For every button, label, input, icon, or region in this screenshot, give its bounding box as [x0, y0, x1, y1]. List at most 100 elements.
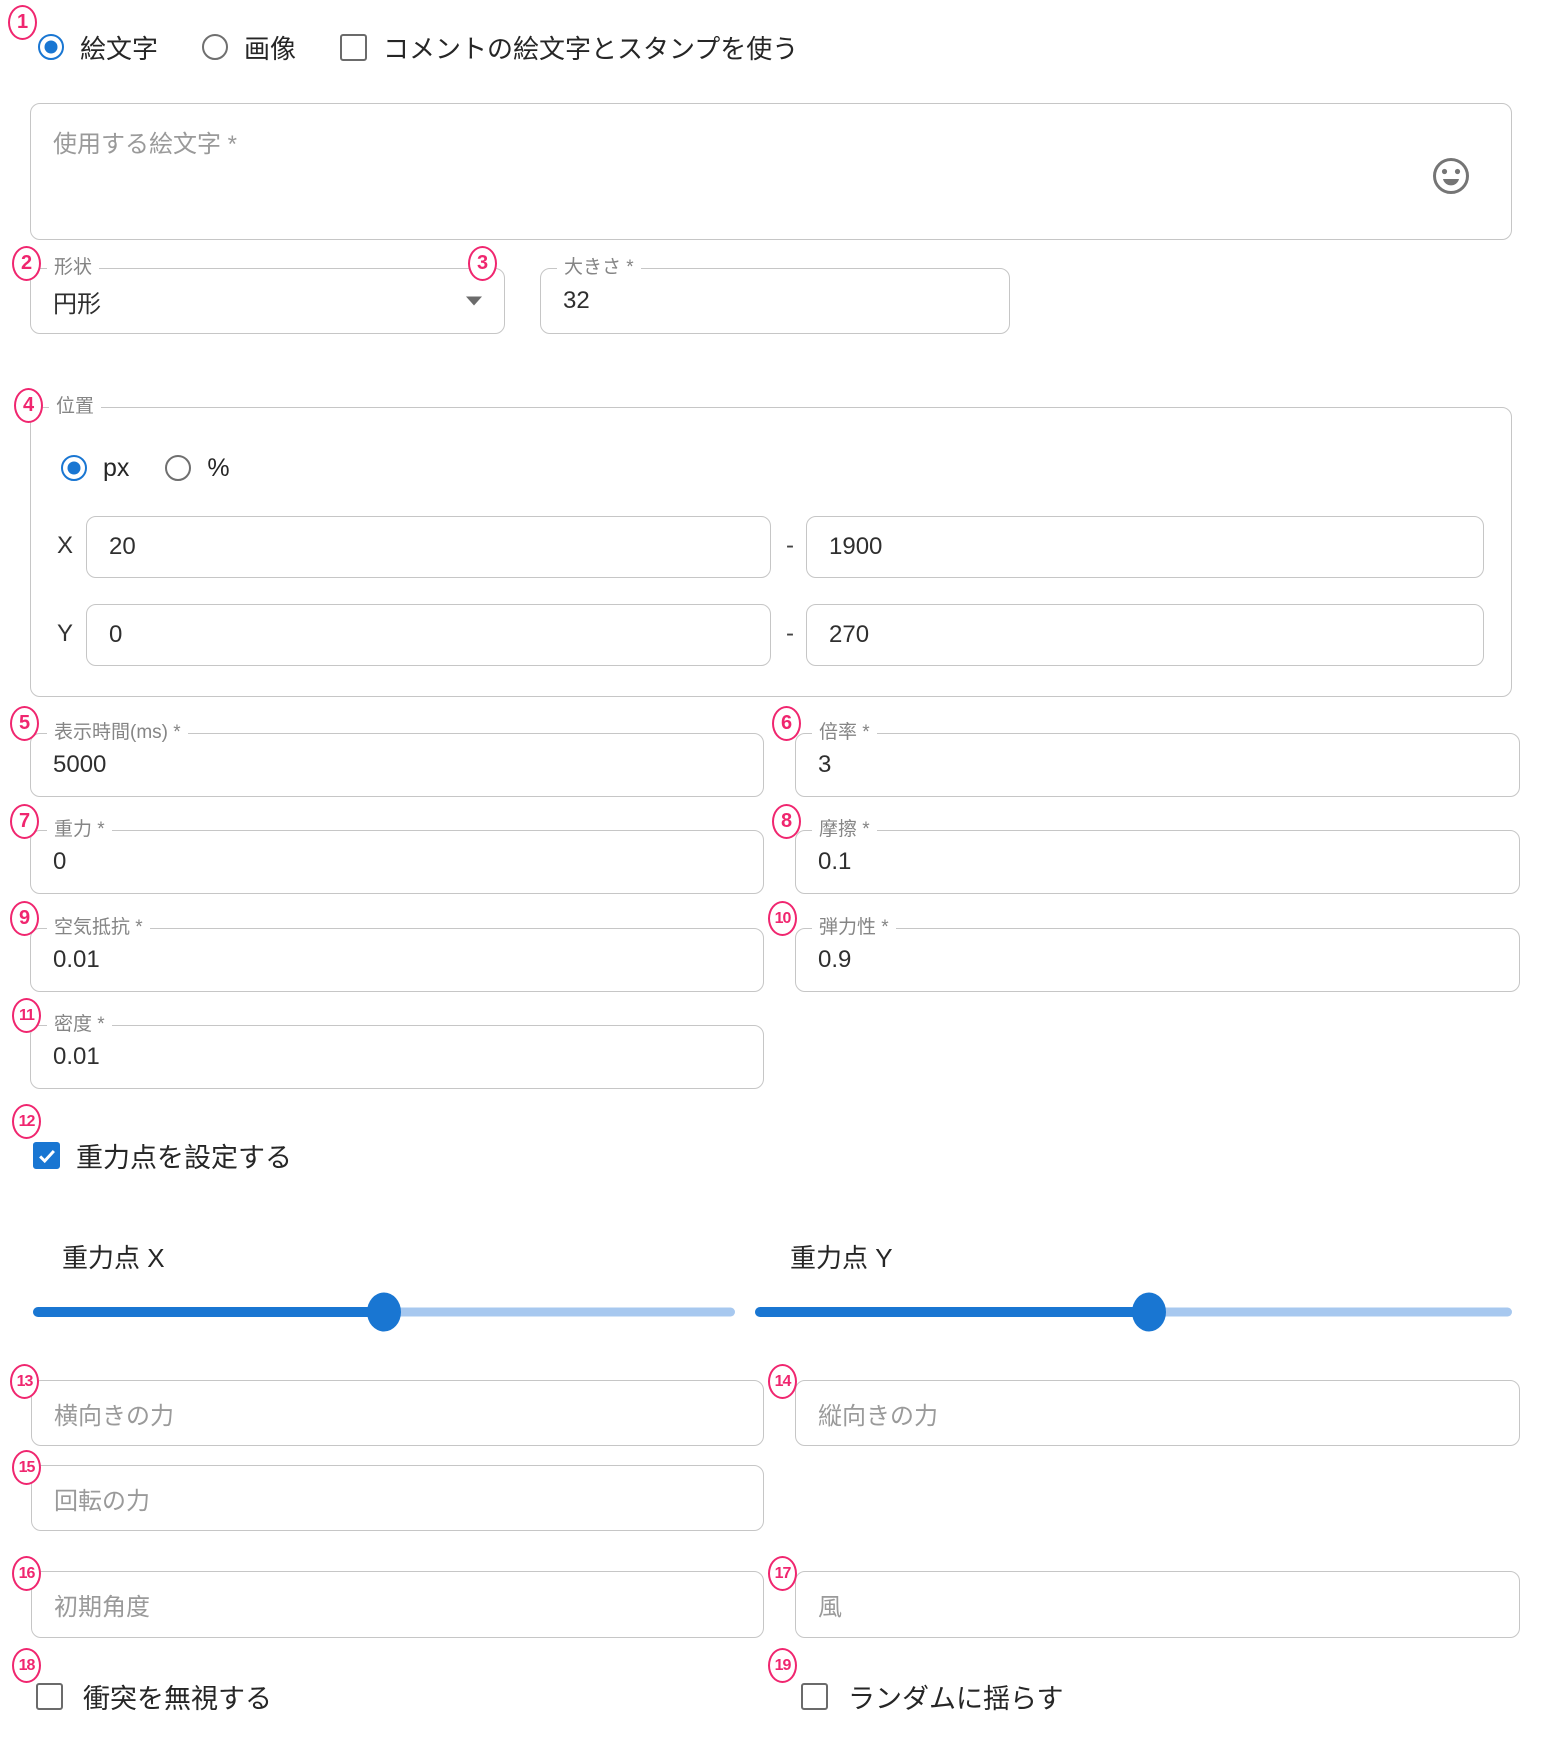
position-x-min-value: 20 — [109, 533, 136, 560]
density-field[interactable]: 密度 * 0.01 — [30, 1014, 764, 1089]
annotation-19: 19 — [768, 1648, 797, 1683]
gravity-point-checkbox[interactable] — [33, 1141, 60, 1169]
density-value: 0.01 — [53, 1043, 100, 1070]
air-resistance-value: 0.01 — [53, 946, 100, 973]
annotation-5: 5 — [10, 706, 39, 741]
duration-label: 表示時間(ms) * — [47, 722, 188, 744]
position-unit-row: px % — [61, 452, 230, 484]
restitution-field[interactable]: 弾力性 * 0.9 — [795, 917, 1520, 992]
annotation-7: 7 — [10, 804, 39, 839]
gravity-point-y-slider[interactable] — [755, 1292, 1512, 1332]
ignore-collision-label: 衝突を無視する — [83, 1683, 272, 1714]
rotation-force-field[interactable]: 回転の力 — [31, 1465, 764, 1531]
emoji-textarea-placeholder: 使用する絵文字 * — [53, 130, 238, 158]
vertical-force-placeholder: 縦向きの力 — [818, 1402, 938, 1430]
image-radio-label: 画像 — [244, 33, 297, 64]
shape-select[interactable]: 形状 円形 — [30, 257, 505, 334]
gravity-point-y-label: 重力点 Y — [790, 1243, 893, 1273]
position-legend: 位置 — [49, 396, 102, 418]
unit-percent-radio[interactable] — [165, 455, 192, 481]
rotation-force-placeholder: 回転の力 — [54, 1487, 150, 1515]
random-shake-row: ランダムに揺らす — [801, 1682, 1063, 1714]
gravity-field[interactable]: 重力 * 0 — [30, 819, 764, 894]
annotation-15: 15 — [12, 1450, 41, 1485]
annotation-14: 14 — [768, 1364, 797, 1399]
random-shake-checkbox[interactable] — [801, 1682, 828, 1710]
emoji-source-row: 絵文字 画像 コメントの絵文字とスタンプを使う — [38, 28, 798, 66]
friction-label: 摩擦 * — [812, 819, 877, 841]
gravity-point-x-slider[interactable] — [33, 1292, 735, 1332]
position-y-separator: - — [786, 620, 794, 647]
duration-value: 5000 — [53, 751, 107, 778]
duration-field[interactable]: 表示時間(ms) * 5000 — [30, 722, 764, 797]
position-x-max-value: 1900 — [829, 533, 883, 560]
friction-value: 0.1 — [818, 848, 852, 875]
annotation-2: 2 — [12, 246, 41, 281]
ignore-collision-checkbox[interactable] — [36, 1682, 63, 1710]
gravity-point-checkbox-label: 重力点を設定する — [76, 1142, 292, 1173]
annotation-18: 18 — [12, 1648, 41, 1683]
slider-thumb[interactable] — [1131, 1292, 1166, 1332]
dropdown-arrow-icon — [466, 296, 482, 306]
position-y-min-value: 0 — [109, 621, 123, 648]
emoji-smiley-icon[interactable] — [1431, 156, 1471, 196]
restitution-value: 0.9 — [818, 946, 852, 973]
annotation-6: 6 — [772, 706, 801, 741]
annotation-3: 3 — [468, 246, 497, 281]
position-y-label: Y — [57, 620, 74, 647]
random-shake-label: ランダムに揺らす — [848, 1683, 1064, 1714]
position-y-max-input[interactable]: 270 — [806, 604, 1484, 666]
air-resistance-field[interactable]: 空気抵抗 * 0.01 — [30, 917, 764, 992]
density-label: 密度 * — [47, 1014, 112, 1036]
position-x-separator: - — [786, 532, 794, 559]
unit-px-label: px — [103, 453, 130, 482]
slider-thumb[interactable] — [367, 1292, 401, 1332]
scale-field[interactable]: 倍率 * 3 — [795, 722, 1520, 797]
size-field-label: 大きさ * — [557, 257, 641, 279]
vertical-force-field[interactable]: 縦向きの力 — [795, 1380, 1520, 1446]
image-radio[interactable] — [202, 34, 229, 60]
ignore-collision-row: 衝突を無視する — [36, 1682, 272, 1714]
annotation-1: 1 — [8, 5, 37, 40]
size-field[interactable]: 大きさ * 32 — [540, 257, 1010, 334]
emoji-textarea[interactable]: 使用する絵文字 * — [30, 103, 1512, 240]
annotation-12: 12 — [12, 1104, 41, 1139]
shape-select-value: 円形 — [53, 290, 101, 318]
annotation-10: 10 — [768, 901, 797, 936]
gravity-value: 0 — [53, 848, 67, 875]
emoji-radio[interactable] — [38, 34, 64, 60]
annotation-11: 11 — [12, 998, 41, 1033]
gravity-label: 重力 * — [47, 819, 112, 841]
annotation-9: 9 — [10, 901, 39, 936]
scale-value: 3 — [818, 751, 832, 778]
unit-px-radio[interactable] — [61, 455, 87, 481]
restitution-label: 弾力性 * — [812, 917, 896, 939]
annotation-4: 4 — [14, 388, 43, 423]
initial-angle-field[interactable]: 初期角度 — [31, 1571, 764, 1638]
position-x-min-input[interactable]: 20 — [86, 516, 771, 578]
use-comment-emoji-label: コメントの絵文字とスタンプを使う — [383, 33, 799, 64]
horizontal-force-placeholder: 横向きの力 — [54, 1402, 174, 1430]
emoji-radio-label: 絵文字 — [80, 33, 159, 64]
annotation-8: 8 — [772, 804, 801, 839]
horizontal-force-field[interactable]: 横向きの力 — [31, 1380, 764, 1446]
slider-fill — [755, 1307, 1149, 1317]
wind-placeholder: 風 — [818, 1594, 842, 1621]
position-y-max-value: 270 — [829, 621, 870, 648]
position-fieldset: 位置 px % X 20 - 1900 Y 0 - 270 — [30, 396, 1512, 697]
gravity-point-row: 重力点を設定する — [33, 1140, 292, 1173]
air-resistance-label: 空気抵抗 * — [47, 917, 150, 939]
annotation-13: 13 — [10, 1364, 39, 1399]
scale-label: 倍率 * — [812, 722, 877, 744]
size-field-value: 32 — [563, 287, 590, 314]
initial-angle-placeholder: 初期角度 — [54, 1594, 150, 1621]
shape-select-label: 形状 — [47, 257, 100, 279]
use-comment-emoji-checkbox[interactable] — [340, 33, 368, 61]
position-y-min-input[interactable]: 0 — [86, 604, 771, 666]
unit-percent-label: % — [207, 453, 230, 482]
position-x-max-input[interactable]: 1900 — [806, 516, 1484, 578]
wind-field[interactable]: 風 — [795, 1571, 1520, 1638]
annotation-17: 17 — [768, 1556, 797, 1591]
friction-field[interactable]: 摩擦 * 0.1 — [795, 819, 1520, 894]
